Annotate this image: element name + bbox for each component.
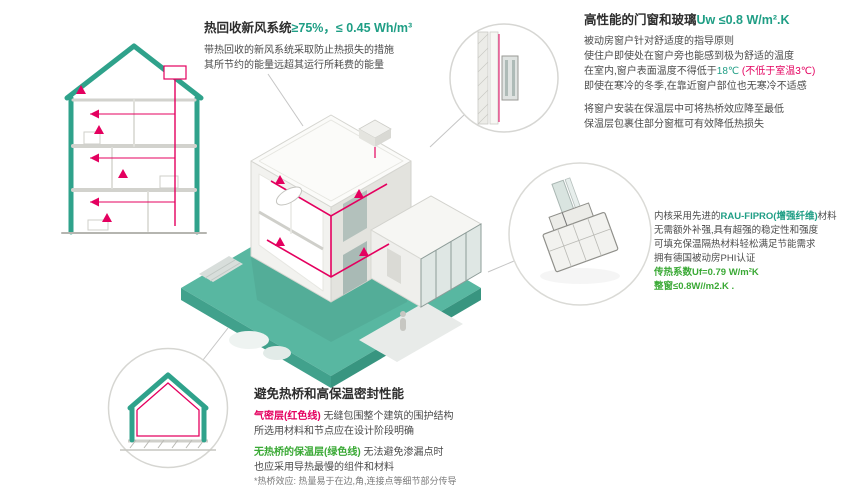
thermal-line3-b: 无法避免渗漏点时 [360,447,444,458]
profile-uw-value: 整窗≤0.8W//m2.K . [654,281,735,292]
ventilation-title-value: ≥75%，≤ 0.45 Wh/m³ [291,21,413,35]
windows-line6: 保温层包裹住部分窗框可有效降低热损失 [584,119,764,130]
ventilation-title: 热回收新风系统≥75%，≤ 0.45 Wh/m³ [204,20,466,37]
windows-callout: 高性能的门窗和玻璃Uw ≤0.8 W/m².K 被动房窗户针对舒适度的指导原则 … [584,12,862,132]
person-figure [400,311,406,331]
windows-title: 高性能的门窗和玻璃Uw ≤0.8 W/m².K [584,12,862,29]
airtight-layer-label: 气密层(红色线) [254,411,321,422]
windows-line3-a: 在室内,窗户表面温度不得低于 [584,66,717,77]
thermal-line3: 无热桥的保温层(绿色线) 无法避免渗漏点时 [254,445,594,460]
ventilation-desc-line1: 带热回收的新风系统采取防止热损失的措施 [204,45,394,56]
profile-line4: 拥有德国被动房PHI认证 [654,253,756,264]
windows-line3: 在室内,窗户表面温度不得低于18℃ (不低于室温3℃) [584,64,862,79]
profile-callout: 内核采用先进的RAU-FIPRO(增强纤维)材料 无需额外补强,具有超强的稳定性… [654,210,865,294]
furniture [83,131,179,231]
window-installation-detail-badge [449,23,559,133]
main-building [250,114,412,303]
profile-line3: 可填充保温隔热材料轻松满足节能需求 [654,239,816,250]
profile-uf-value: 传热系数Uf=0.79 W/m²K [654,267,759,278]
glass-wing [369,195,483,308]
windows-line3-temp: 18℃ [716,66,740,77]
house-cross-section-illustration [61,43,207,235]
air-flow-arrows [76,85,128,222]
thermal-line4: 也应采用导热最慢的组件和材料 [254,462,394,473]
windows-line4: 即使在寒冷的冬季,在靠近窗户部位也无寒冷不适感 [584,81,807,92]
ventilation-title-label: 热回收新风系统 [204,21,292,35]
windows-line3-note: (不低于室温3℃) [739,66,816,77]
thermal-line2: 所选用材料和节点应在设计阶段明确 [254,426,414,437]
profile-line1: 内核采用先进的RAU-FIPRO(增强纤维)材料 [654,210,865,224]
pvc-profile-icon [542,177,619,273]
profile-line1-c: 材料 [817,211,837,222]
heat-recovery-duct [90,65,187,226]
wall-section-icon [477,31,519,125]
thermal-title: 避免热桥和高保温密封性能 [254,387,405,401]
insulated-house-icon [120,372,216,451]
windows-line2: 使住户即使处在窗户旁也能感到极为舒适的温度 [584,51,794,62]
windows-title-value: Uw ≤0.8 W/m².K [696,13,790,27]
thermal-line1: 气密层(红色线) 无缝包围整个建筑的围护结构 [254,409,594,424]
profile-line2: 无需额外补强,具有超强的稳定性和强度 [654,225,819,236]
roof-hvac-unit [358,119,392,147]
ventilation-desc-line2: 其所节约的能量远超其运行所耗费的能量 [204,60,384,71]
isometric-house-illustration [181,114,483,388]
bathtub [275,186,303,206]
structure [61,43,207,235]
windows-title-label: 高性能的门窗和玻璃 [584,13,697,27]
thermal-line1-b: 无缝包围整个建筑的围护结构 [320,411,454,422]
insulation-layer-label: 无热桥的保温层(绿色线) [254,447,361,458]
window-profile-badge [508,162,652,306]
thermal-footnote: *热桥效应: 热量易于在边,角,连接点等细节部分传导 [254,476,457,486]
windows-line1: 被动房窗户针对舒适度的指导原则 [584,36,734,47]
thermal-callout: 避免热桥和高保温密封性能 气密层(红色线) 无缝包围整个建筑的围护结构 所选用材… [254,386,594,488]
profile-line1-a: 内核采用先进的 [654,211,721,222]
profile-material-name: RAU-FIPRO(增强纤维) [720,211,818,222]
windows-line5: 将窗户安装在保温层中可将热桥效应降至最低 [584,104,784,115]
air-flow-arrows [275,175,369,256]
ventilation-callout: 热回收新风系统≥75%，≤ 0.45 Wh/m³ 带热回收的新风系统采取防止热损… [204,20,466,73]
thermal-envelope-badge [107,347,229,469]
